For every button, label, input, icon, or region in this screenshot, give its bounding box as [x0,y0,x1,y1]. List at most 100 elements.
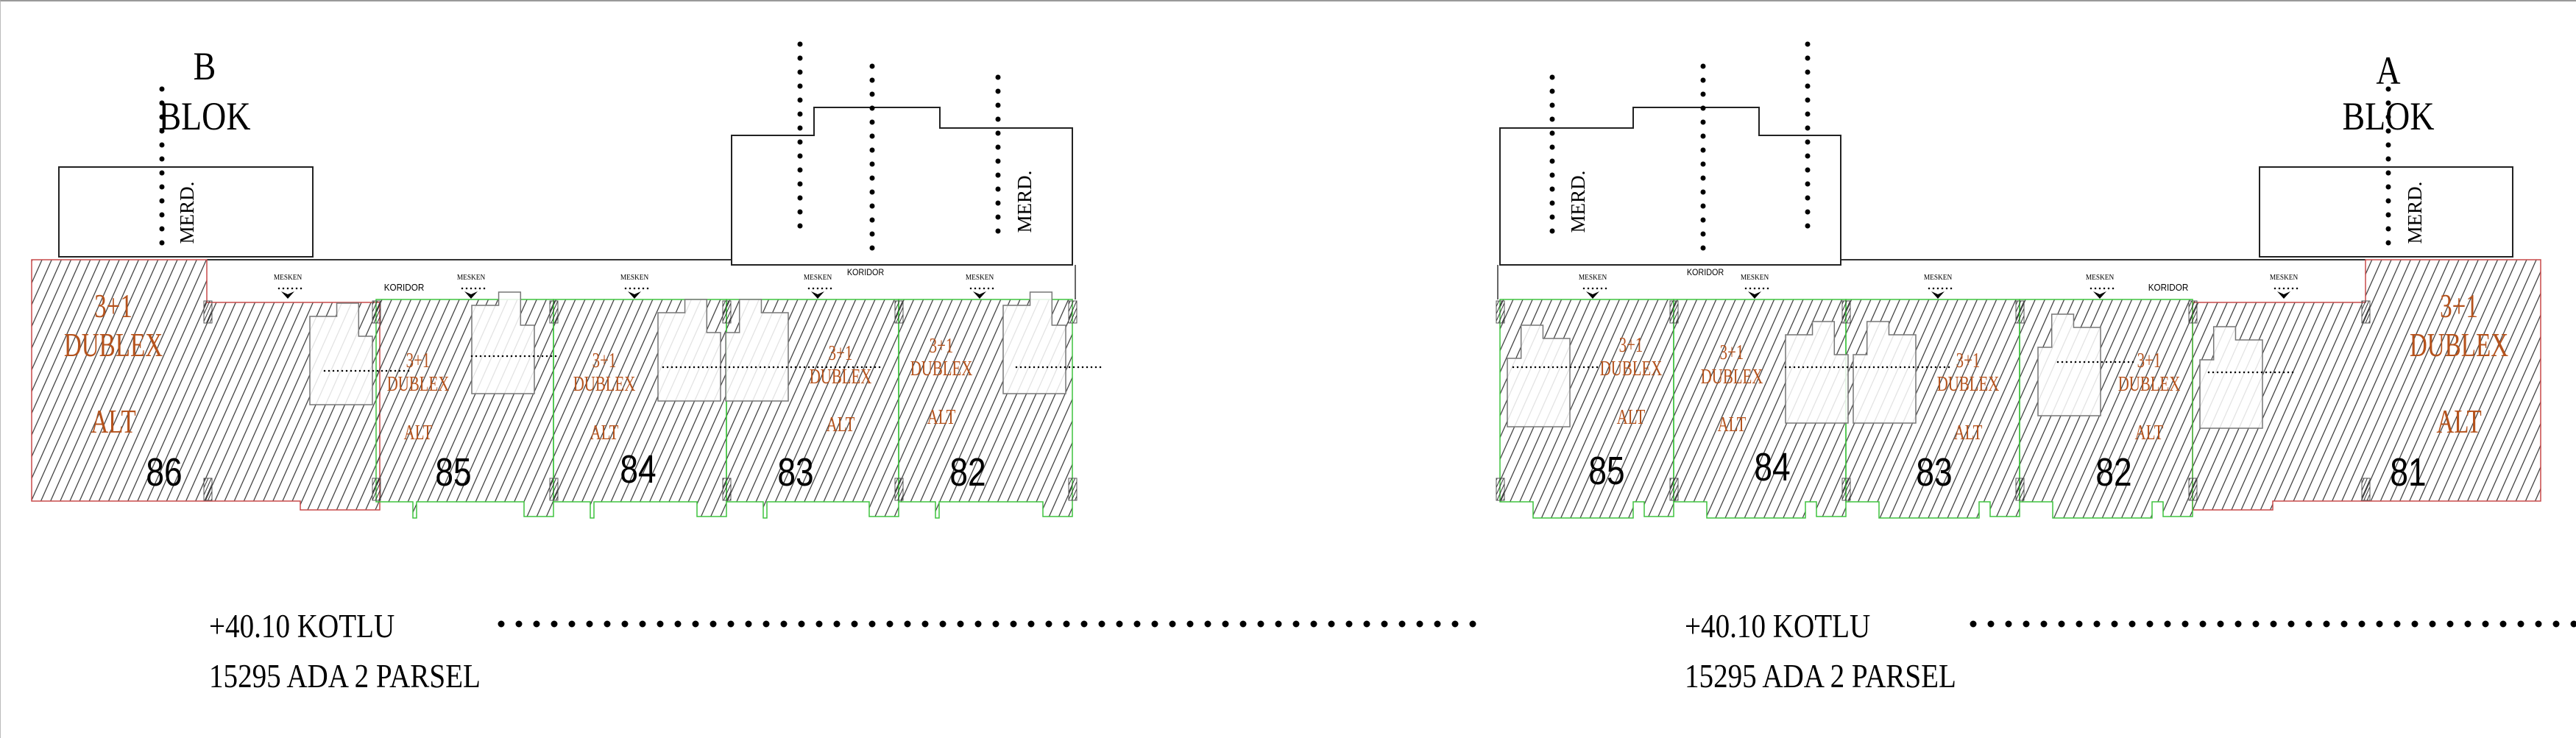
unit-number: 82 [949,450,986,494]
unit-number: 84 [1754,445,1790,489]
entrance-arrow-icon [281,291,294,299]
block-letter: B [194,44,216,88]
entrance-arrow-icon [2277,291,2290,299]
unit-type-label-group: 3+1 [1619,333,1643,357]
structural-column [894,300,904,324]
unit-style-label-group: DUBLEX [387,372,450,396]
unit-style-label: DUBLEX [1600,357,1663,380]
structural-column [1068,478,1078,501]
unit-style-label-group: DUBLEX [2118,372,2181,396]
unit-number-group: 82 [949,450,986,494]
unit-style-label: DUBLEX [910,357,973,380]
structural-column [203,478,213,501]
stair-label: MERD. [176,182,198,244]
stair-core-outline [1853,321,1917,424]
corridor-label-group: KORIDOR [847,269,884,278]
block-letter-group: B [194,44,216,88]
unit-number-group: 82 [2095,450,2131,494]
unit-number-group: 81 [2390,450,2426,494]
structural-column [894,478,904,501]
block-letter-group: A [2376,49,2400,93]
structural-column [2361,300,2371,324]
mesken-label: MESKEN [1741,273,1769,282]
unit-floor-label-group: ALT [1954,421,1983,444]
stair-core-outline [309,302,373,405]
block-label: BLOK [2343,94,2435,138]
unit-floor-label-group: ALT [927,405,956,429]
unit-type-label-group: 3+1 [829,341,853,365]
mesken-label: MESKEN [966,273,994,282]
elevation-group: +40.10 KOTLU [1685,608,1870,645]
block-label-group: BLOK [2343,94,2435,138]
unit-type-label: 3+1 [2440,287,2478,325]
mesken-label-group: MESKEN [1924,273,1953,282]
stair-core-outline [657,299,721,402]
unit-floor-label: ALT [827,413,855,436]
unit-style-label: DUBLEX [2410,326,2508,364]
unit-type-label: 3+1 [930,334,954,358]
elevation-group: +40.10 KOTLU [209,608,394,645]
parcel-label: 15295 ADA 2 PARSEL [1685,658,1956,695]
unit-type-label: 3+1 [592,349,617,372]
mesken-label-group: MESKEN [457,273,486,282]
unit-floor-label: ALT [590,421,619,444]
unit-floor-label-group: ALT [2135,421,2164,444]
unit-number-group: 83 [1916,450,1952,494]
unit-type-label-group: 3+1 [930,334,954,358]
unit-number: 83 [777,450,813,494]
stair-label: MERD. [2404,182,2426,244]
stair-core-outline [1507,324,1571,427]
entrance-arrow-icon [811,291,824,299]
unit-type-label-group: 3+1 [94,287,132,325]
unit-type-label: 3+1 [1956,349,1981,372]
entrance-arrow-icon [464,291,478,299]
unit-floor-label: ALT [1718,413,1747,436]
mesken-label: MESKEN [620,273,649,282]
unit-type-label: 3+1 [1720,341,1744,364]
elevation-label: +40.10 KOTLU [1685,608,1870,645]
unit-number-group: 85 [435,450,471,494]
unit-style-label-group: DUBLEX [64,326,163,364]
unit-number-group: 86 [146,450,182,494]
unit-style-label: DUBLEX [1937,372,2000,396]
mesken-label-group: MESKEN [620,273,649,282]
unit-number: 86 [146,450,182,494]
stair-core-outline [725,299,789,402]
stair-core-outline [2037,313,2101,416]
structural-column [2361,478,2371,501]
unit-type-label-group: 3+1 [2440,287,2478,325]
structural-column [203,300,213,324]
unit-style-label: DUBLEX [573,372,636,396]
entrance-arrow-icon [1586,291,1599,299]
parcel-group: 15295 ADA 2 PARSEL [209,658,481,695]
parcel-group: 15295 ADA 2 PARSEL [1685,658,1956,695]
unit-type-label-group: 3+1 [2137,349,2162,372]
mesken-label-group: MESKEN [804,273,832,282]
unit-style-label-group: DUBLEX [2410,326,2508,364]
unit-style-label: DUBLEX [810,365,872,388]
unit-type-label-group: 3+1 [1720,341,1744,364]
mesken-label: MESKEN [457,273,486,282]
parcel-label: 15295 ADA 2 PARSEL [209,658,481,695]
stair-core-outline [1785,321,1849,424]
unit-style-label: DUBLEX [387,372,450,396]
structural-column [722,300,732,324]
structural-column [1068,300,1078,324]
stair-label: MERD. [1567,171,1589,233]
entrance-arrow-icon [628,291,641,299]
unit-style-label-group: DUBLEX [1600,357,1663,380]
structural-column [1841,300,1851,324]
unit-style-label-group: DUBLEX [573,372,636,396]
unit-type-label-group: 3+1 [592,349,617,372]
unit-number: 83 [1916,450,1952,494]
mesken-label-group: MESKEN [2270,273,2299,282]
stair-core-outline [471,291,535,394]
upper-stair-block [731,107,1073,266]
structural-column [2188,300,2198,324]
unit-style-label: DUBLEX [1701,365,1763,388]
corridor-label-group: KORIDOR [384,282,425,293]
structural-column [372,300,381,324]
structural-column [1669,300,1679,324]
unit-floor-label: ALT [1617,405,1646,429]
